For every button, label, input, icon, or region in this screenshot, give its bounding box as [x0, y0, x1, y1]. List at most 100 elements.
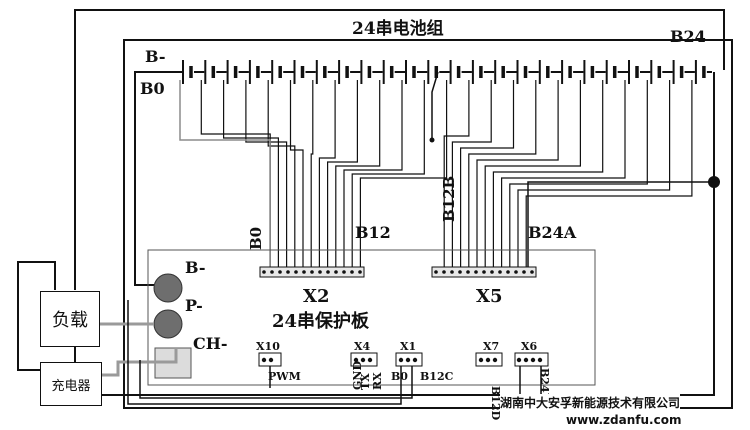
x1-b0-wire [127, 300, 402, 405]
x5-pin [442, 270, 446, 274]
right-tap-wire [476, 80, 559, 268]
right-tap-wire [501, 80, 626, 268]
diagram-title: 24串电池组 [352, 18, 444, 39]
small-pin [530, 357, 536, 363]
label-pwm: PWM [268, 370, 301, 383]
label-pin-b0: B0 [391, 370, 408, 383]
p-minus-terminal [153, 309, 183, 339]
left-tap-wire [327, 80, 358, 268]
x2-pin [286, 270, 290, 274]
x5-pin [458, 270, 462, 274]
right-tap-wires [443, 80, 693, 268]
label-x5: X5 [476, 286, 503, 307]
x2-pin [358, 270, 362, 274]
label-terminal-b-minus: B- [185, 258, 205, 277]
protection-board [147, 249, 596, 386]
x2-pin [350, 270, 354, 274]
x2-pin [310, 270, 314, 274]
small-pin [485, 357, 491, 363]
b0-tap-wire [179, 80, 271, 268]
right-tap-wire [460, 80, 515, 268]
x5-pin [482, 270, 486, 274]
right-tap-wire [468, 80, 537, 268]
small-connector-pins [261, 357, 543, 363]
label-b12b: B12B [440, 176, 458, 222]
label-b0-connector: B0 [247, 227, 265, 250]
right-tap-wire [484, 80, 582, 268]
charger-label: 充电器 [51, 378, 91, 394]
label-x1: X1 [400, 340, 416, 353]
x5-pin [506, 270, 510, 274]
label-terminal-ch-minus: CH- [193, 334, 228, 353]
left-tap-wire [351, 80, 425, 268]
left-tap-wires [200, 80, 448, 268]
load-label: 负载 [52, 310, 88, 331]
small-pin [261, 357, 267, 363]
label-b24a: B24A [528, 223, 577, 242]
x5-pin [522, 270, 526, 274]
b12-split-wire [431, 71, 439, 140]
small-pin [353, 357, 359, 363]
charger-negative-wire [100, 348, 178, 377]
small-pin [412, 357, 418, 363]
label-b-minus: B- [145, 47, 165, 66]
x5-pin [514, 270, 518, 274]
label-x4: X4 [354, 340, 371, 353]
left-tap-wire [310, 80, 314, 268]
small-pin [537, 357, 543, 363]
x5-pin [450, 270, 454, 274]
label-gnd: GND [351, 361, 364, 390]
b24a-wire [527, 181, 714, 268]
x2-pin [318, 270, 322, 274]
x2-pin [270, 270, 274, 274]
small-pin [360, 357, 366, 363]
right-tap-wire [517, 80, 671, 268]
label-b24b: B24B [538, 368, 551, 402]
x2-pin [294, 270, 298, 274]
load-box: 负载 [40, 291, 100, 347]
b12-junction [429, 137, 435, 143]
outer-frame [123, 39, 733, 409]
x2-pin [262, 270, 266, 274]
label-rx: RX [371, 372, 384, 390]
left-tap-wire [289, 80, 304, 268]
b24-return-wire [700, 182, 715, 396]
left-tap-wire [318, 80, 336, 268]
charger-box: 充电器 [40, 362, 102, 406]
label-x10: X10 [256, 340, 280, 353]
left-tap-wire [245, 80, 288, 268]
small-pin [398, 357, 404, 363]
x5-pin [466, 270, 470, 274]
small-pin [523, 357, 529, 363]
x2-pin [278, 270, 282, 274]
small-pin [478, 357, 484, 363]
label-terminal-p-minus: P- [185, 296, 203, 315]
label-b12: B12 [355, 223, 391, 242]
right-tap-wire [443, 80, 470, 268]
b-minus-terminal [153, 273, 183, 303]
left-tap-wire [223, 80, 279, 268]
x1-b12c-wire [139, 360, 413, 399]
x2-pin [334, 270, 338, 274]
left-tap-wire [343, 80, 403, 268]
x5-pin [490, 270, 494, 274]
small-pin [405, 357, 411, 363]
small-pin [367, 357, 373, 363]
label-b12c: B12C [420, 370, 454, 383]
x2-pin [302, 270, 306, 274]
label-x6: X6 [521, 340, 538, 353]
load-positive-wire [74, 9, 725, 290]
x5-pin [434, 270, 438, 274]
label-b12d: B12D [489, 386, 502, 421]
x2-pin [326, 270, 330, 274]
x2-pin [342, 270, 346, 274]
x5-pin [498, 270, 502, 274]
right-tap-wire [451, 80, 492, 268]
label-b24: B24 [670, 27, 706, 46]
b-minus-wire [134, 71, 178, 286]
right-tap-wire [509, 80, 648, 268]
board-title: 24串保护板 [272, 310, 370, 332]
x5-pin [530, 270, 534, 274]
connector-pins [262, 270, 534, 274]
